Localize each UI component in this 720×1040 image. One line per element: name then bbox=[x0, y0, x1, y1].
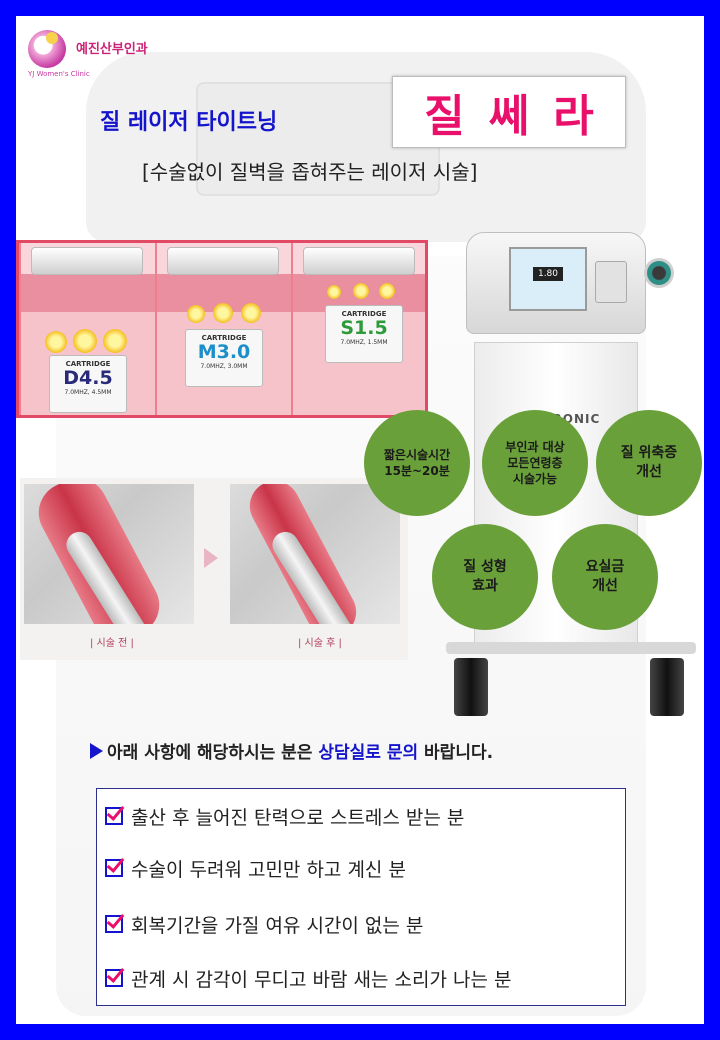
energy-point bbox=[327, 285, 341, 299]
notice-highlight: 상담실로 문의 bbox=[318, 743, 419, 763]
after-image bbox=[230, 484, 400, 624]
product-name-box: 질쎄라 bbox=[392, 76, 626, 148]
arrow-right-icon bbox=[204, 548, 218, 568]
benefit-badge: 부인과 대상 모든연령층 시술가능 bbox=[482, 410, 588, 516]
device-screen: 1.80 bbox=[509, 247, 587, 311]
checklist-text: 출산 후 늘어진 탄력으로 스트레스 받는 분 bbox=[131, 807, 465, 829]
cartridge-label-title: CARTRIDGE bbox=[341, 310, 387, 318]
benefit-text: 질 위축증 개선 bbox=[620, 445, 678, 480]
device-head: 1.80 bbox=[466, 232, 646, 334]
clinic-subtitle: YJ Women's Clinic bbox=[28, 70, 90, 78]
checkmark-icon bbox=[105, 807, 123, 825]
checklist-text: 관계 시 감각이 무디고 바람 새는 소리가 나는 분 bbox=[131, 969, 512, 991]
cartridge-label: CARTRIDGE D4.5 7.0MHZ, 4.5MM bbox=[49, 355, 127, 413]
handpiece-icon bbox=[644, 258, 674, 288]
before-caption: | 시술 전 | bbox=[90, 638, 134, 649]
wheel-icon bbox=[454, 658, 488, 716]
cartridge-cell-d45: CARTRIDGE D4.5 7.0MHZ, 4.5MM bbox=[21, 243, 155, 415]
after-caption: | 시술 후 | bbox=[298, 638, 342, 649]
page-content: 예진산부인과 YJ Women's Clinic 질 레이저 타이트닝 질쎄라 … bbox=[16, 16, 704, 1024]
cartridge-name: S1.5 bbox=[340, 317, 388, 339]
device-base bbox=[446, 642, 696, 654]
benefit-badge: 짧은시술시간 15분~20분 bbox=[364, 410, 470, 516]
checkmark-icon bbox=[105, 969, 123, 987]
cartridge-spec: 7.0MHZ, 4.5MM bbox=[64, 389, 112, 396]
energy-point bbox=[213, 303, 233, 323]
checklist-item: 수술이 두려워 고민만 하고 계신 분 bbox=[105, 855, 406, 882]
benefit-text: 부인과 대상 모든연령층 시술가능 bbox=[505, 440, 565, 486]
cartridge-cell-s15: CARTRIDGE S1.5 7.0MHZ, 1.5MM bbox=[293, 243, 425, 415]
procedure-subtitle: 질 레이저 타이트닝 bbox=[100, 110, 278, 135]
cartridge-label: CARTRIDGE S1.5 7.0MHZ, 1.5MM bbox=[325, 305, 403, 363]
energy-point bbox=[353, 283, 369, 299]
benefit-badge: 질 위축증 개선 bbox=[596, 410, 702, 516]
checklist-item: 출산 후 늘어진 탄력으로 스트레스 받는 분 bbox=[105, 803, 464, 830]
checkmark-icon bbox=[105, 915, 123, 933]
benefit-badge: 질 성형 효과 bbox=[432, 524, 538, 630]
benefit-text: 짧은시술시간 15분~20분 bbox=[383, 448, 451, 478]
energy-point bbox=[73, 329, 97, 353]
cartridge-label-title: CARTRIDGE bbox=[201, 334, 247, 342]
energy-point bbox=[379, 283, 395, 299]
probe-icon bbox=[303, 247, 415, 275]
cartridge-name: M3.0 bbox=[197, 341, 251, 363]
wheel-icon bbox=[650, 658, 684, 716]
cartridge-label-title: CARTRIDGE bbox=[65, 360, 111, 368]
cartridge-cell-m30: CARTRIDGE M3.0 7.0MHZ, 3.0MM bbox=[157, 243, 291, 415]
energy-point bbox=[187, 305, 205, 323]
procedure-tagline: [수술없이 질벽을 좁혀주는 레이저 시술] bbox=[142, 160, 478, 184]
cartridge-spec: 7.0MHZ, 1.5MM bbox=[340, 339, 388, 346]
notice-text-1: 아래 사항에 해당하시는 분은 bbox=[107, 743, 319, 763]
energy-point bbox=[103, 329, 127, 353]
energy-point bbox=[241, 303, 261, 323]
checklist-text: 수술이 두려워 고민만 하고 계신 분 bbox=[131, 859, 406, 881]
before-after-comparison: | 시술 전 | | 시술 후 | bbox=[20, 478, 408, 660]
cartridge-depth-illustration: CARTRIDGE D4.5 7.0MHZ, 4.5MM CARTRIDGE M… bbox=[16, 240, 428, 418]
benefit-badge: 요실금 개선 bbox=[552, 524, 658, 630]
probe-icon bbox=[167, 247, 279, 275]
benefit-text: 질 성형 효과 bbox=[463, 559, 507, 594]
energy-point bbox=[45, 331, 67, 353]
device-vent bbox=[595, 261, 627, 303]
cartridge-spec: 7.0MHZ, 3.0MM bbox=[200, 363, 248, 370]
device-display: 1.80 bbox=[533, 267, 563, 281]
checklist-item: 회복기간을 가질 여유 시간이 없는 분 bbox=[105, 911, 423, 938]
benefit-text: 요실금 개선 bbox=[585, 559, 625, 594]
logo-dot-icon bbox=[46, 32, 58, 44]
checkmark-icon bbox=[105, 859, 123, 877]
cartridge-name: D4.5 bbox=[63, 367, 113, 389]
before-image bbox=[24, 484, 194, 624]
probe-icon bbox=[31, 247, 143, 275]
eligibility-checklist: 출산 후 늘어진 탄력으로 스트레스 받는 분 수술이 두려워 고민만 하고 계… bbox=[96, 788, 626, 1006]
consultation-notice: 아래 사항에 해당하시는 분은 상담실로 문의 바랍니다. bbox=[90, 738, 493, 763]
checklist-text: 회복기간을 가질 여유 시간이 없는 분 bbox=[131, 915, 424, 937]
clinic-name: 예진산부인과 bbox=[76, 42, 148, 57]
triangle-bullet-icon bbox=[90, 743, 103, 759]
cartridge-label: CARTRIDGE M3.0 7.0MHZ, 3.0MM bbox=[185, 329, 263, 387]
product-name: 질쎄라 bbox=[424, 91, 618, 142]
checklist-item: 관계 시 감각이 무디고 바람 새는 소리가 나는 분 bbox=[105, 965, 511, 992]
notice-text-2: 바랍니다. bbox=[418, 743, 494, 763]
